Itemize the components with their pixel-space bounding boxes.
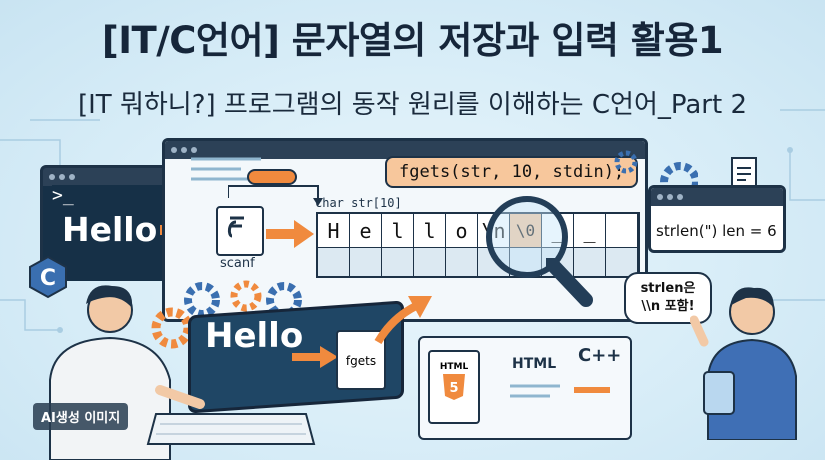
text-lines-decoration (510, 384, 610, 398)
fgets-doc-label: fgets (345, 354, 377, 368)
array-declaration-label: char str[10] (315, 196, 402, 210)
cpp-label: C++ (578, 345, 622, 366)
strlen-window-titlebar (651, 188, 783, 206)
array-cell: H (318, 214, 350, 248)
magnifier-handle (546, 258, 593, 307)
keyboard-icon (146, 413, 316, 445)
speech-bubble: strlen은 \\n 포함! (624, 272, 712, 324)
array-cell (606, 214, 638, 248)
arrow-right-icon (292, 346, 338, 368)
hello-screen-text: Hello (205, 316, 304, 356)
array-cell-lower (414, 248, 446, 276)
array-cell-lower (318, 248, 350, 276)
array-cell: e (350, 214, 382, 248)
page-title: [IT/C언어] 문자열의 저장과 입력 활용1 (101, 19, 724, 62)
connector-arrow (228, 169, 323, 206)
c-language-icon: C (29, 255, 67, 299)
bubble-line-1: strlen은 (640, 281, 696, 296)
terminal-hello-text: Hello (62, 210, 158, 249)
array-cell-lower (446, 248, 478, 276)
fgets-call-label: fgets(str, 10, stdin); (385, 156, 639, 188)
html5-icon: HTML 5 (428, 350, 480, 424)
terminal-titlebar (43, 168, 191, 186)
html-label: HTML (512, 356, 557, 372)
char-array-grid: H e l l o \n \0 _ _ (316, 212, 640, 278)
page-subtitle: [IT 뭐하니?] 프로그램의 동작 원리를 이해하는 C언어_Part 2 (78, 90, 747, 120)
arrow-right-icon (266, 220, 314, 248)
text-lines-decoration (191, 157, 261, 181)
array-cell: _ (574, 214, 606, 248)
array-cell-lower (574, 248, 606, 276)
scanf-document-icon (216, 206, 264, 256)
array-cell-lower (382, 248, 414, 276)
svg-text:5: 5 (449, 381, 458, 396)
main-window-titlebar (165, 141, 645, 159)
svg-text:C: C (40, 266, 56, 291)
strlen-result: strlen(") len = 6 (656, 222, 777, 240)
arrow-up-right-icon (374, 296, 432, 345)
scanf-label: scanf (220, 256, 255, 271)
array-cell: o (446, 214, 478, 248)
ai-generated-badge: AI생성 이미지 (33, 403, 129, 430)
strlen-window (648, 185, 786, 253)
array-cell-lower (606, 248, 638, 276)
array-cell: l (382, 214, 414, 248)
array-cell-lower (350, 248, 382, 276)
bubble-line-2: \\n 포함! (641, 299, 695, 314)
person-right-illustration (690, 287, 797, 440)
array-cell: l (414, 214, 446, 248)
html5-label: HTML (439, 362, 469, 372)
document-icon (731, 157, 757, 189)
